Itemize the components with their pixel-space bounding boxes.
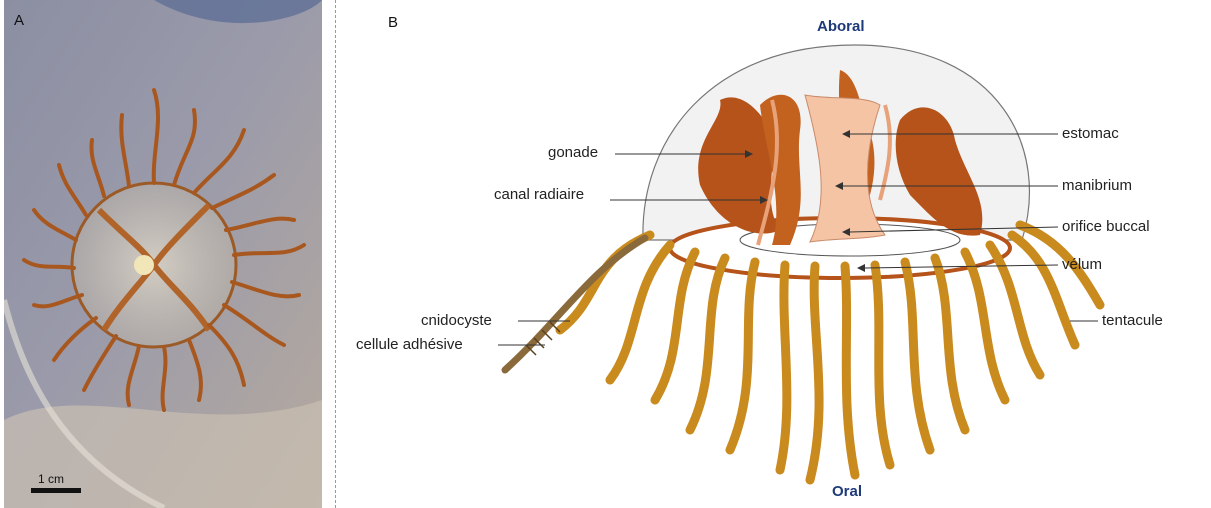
scale-bar bbox=[31, 488, 81, 493]
label-velum: vélum bbox=[1062, 256, 1102, 273]
label-cnidocyste: cnidocyste bbox=[421, 312, 492, 329]
panel-divider bbox=[335, 0, 336, 508]
label-gonade: gonade bbox=[548, 144, 598, 161]
label-manibrium: manibrium bbox=[1062, 177, 1132, 194]
panel-letter-a: A bbox=[14, 12, 24, 29]
jellyfish-diagram: B Aboral Oral gonade canal radiaire cnid… bbox=[340, 0, 1211, 508]
oral-label: Oral bbox=[832, 483, 862, 500]
jellyfish-photo: A 1 cm bbox=[4, 0, 322, 508]
label-tentacule: tentacule bbox=[1102, 312, 1163, 329]
manubrium-photo bbox=[134, 255, 154, 275]
diagram-illustration bbox=[340, 0, 1211, 508]
label-canal-radiaire: canal radiaire bbox=[494, 186, 584, 203]
label-estomac: estomac bbox=[1062, 125, 1119, 142]
label-orifice-buccal: orifice buccal bbox=[1062, 218, 1150, 235]
aboral-label: Aboral bbox=[817, 18, 865, 35]
scale-bar-label: 1 cm bbox=[38, 472, 64, 486]
label-cellule-adhesive: cellule adhésive bbox=[356, 336, 463, 353]
photo-illustration bbox=[4, 0, 322, 508]
panel-letter-b: B bbox=[388, 14, 398, 31]
